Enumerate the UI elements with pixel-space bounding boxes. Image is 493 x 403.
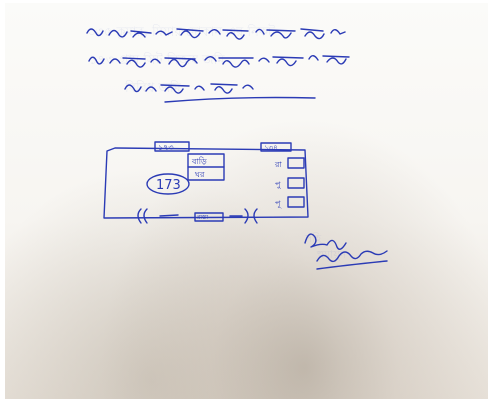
right-box-2 <box>287 177 305 189</box>
plot-outline <box>103 147 309 219</box>
right-label-1: রা <box>274 160 282 169</box>
paper-background <box>5 3 488 399</box>
plot-number-label: 173 <box>156 178 181 193</box>
right-box-3 <box>287 196 305 208</box>
bottom-label: রাস্তা <box>196 214 208 221</box>
signature-text-layer: সহি হুমায়ুন <box>305 231 346 263</box>
top-right-label: ১৩৪ <box>264 144 278 152</box>
inner-box-label-2: ঘর <box>194 170 205 179</box>
signature-stroke-1 <box>304 233 347 250</box>
signature <box>304 233 388 270</box>
inner-box-label-1: বাড়ি <box>191 157 207 166</box>
handwriting-stroke <box>124 83 254 94</box>
bottom-right-marks <box>229 208 258 224</box>
plot-sketch: ১৭৩ ১৩৪ বাড়ি ঘর 173 রা পু পূ রাস্তা <box>103 141 309 224</box>
bottom-box <box>194 212 224 222</box>
photo-frame: ১৭৩ ১৩৪ বাড়ি ঘর 173 রা পু পূ রাস্তা ৩৩৫… <box>5 3 488 399</box>
signature-line-2: হুমায়ুন <box>317 248 347 261</box>
handwritten-content: ১৭৩ ১৩৪ বাড়ি ঘর 173 রা পু পূ রাস্তা <box>86 28 388 270</box>
top-left-box <box>154 141 190 152</box>
signature-underline <box>316 260 388 270</box>
handwriting-stroke <box>86 28 346 40</box>
top-right-box <box>260 142 292 152</box>
signature-line-1: সহি <box>305 232 322 245</box>
handwriting-text-layer: ৩৩৫ কুমার, মিয়ার দোকান এর নিকট ১৭৩ গ্রা… <box>5 3 488 113</box>
bottom-left-marks <box>137 208 179 224</box>
handwriting-line-3: বিবিধ জমি <box>125 81 181 96</box>
handwriting-line-2: ১৭৩ গ্রাম সিট নিজস্ব জমি <box>89 53 225 68</box>
right-label-3: পূ <box>275 199 282 208</box>
underline <box>164 96 316 103</box>
right-box-1 <box>287 157 305 169</box>
handwriting-block <box>86 28 350 103</box>
plot-number-oval <box>146 173 190 195</box>
right-label-2: পু <box>275 180 282 189</box>
top-left-label: ১৭৩ <box>158 143 174 152</box>
handwriting-line-1: ৩৩৫ কুমার, মিয়ার দোকান এর নিকট <box>87 25 276 40</box>
signature-stroke-2 <box>316 250 388 263</box>
handwriting-stroke <box>88 55 350 68</box>
